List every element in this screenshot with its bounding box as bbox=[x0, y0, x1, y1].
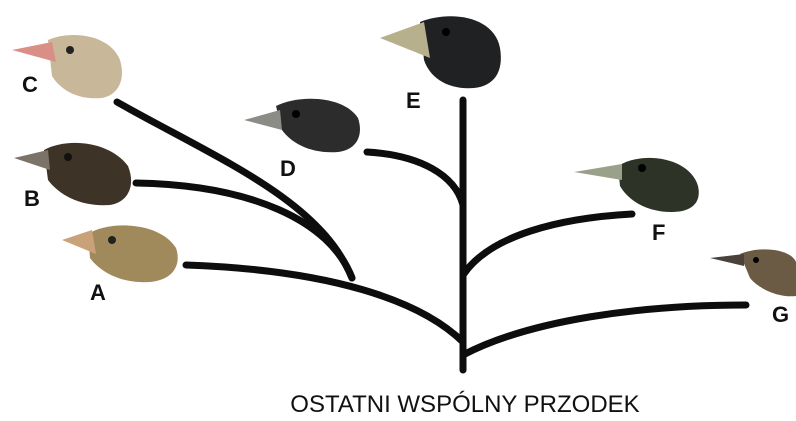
bird-a bbox=[62, 225, 178, 282]
finch-head-icon bbox=[574, 158, 699, 212]
label-c: C bbox=[22, 72, 38, 97]
finch-head-icon bbox=[62, 225, 178, 282]
label-g: G bbox=[772, 302, 789, 327]
label-d: D bbox=[280, 156, 296, 181]
bird-f bbox=[574, 158, 699, 212]
common-ancestor-caption: OSTATNI WSPÓLNY PRZODEK bbox=[290, 391, 639, 418]
branch-to-d bbox=[367, 152, 463, 205]
branch-left-main bbox=[186, 265, 463, 342]
finch-head-icon bbox=[710, 249, 796, 296]
bird-e bbox=[380, 16, 501, 88]
branch-to-f bbox=[463, 214, 632, 275]
bird-g bbox=[710, 249, 796, 296]
finch-head-icon bbox=[244, 99, 360, 153]
branch-to-g bbox=[463, 305, 746, 355]
label-a: A bbox=[90, 280, 106, 305]
label-f: F bbox=[652, 220, 665, 245]
label-b: B bbox=[24, 186, 40, 211]
label-e: E bbox=[406, 88, 421, 113]
finch-head-icon bbox=[380, 16, 501, 88]
bird-d bbox=[244, 99, 360, 153]
